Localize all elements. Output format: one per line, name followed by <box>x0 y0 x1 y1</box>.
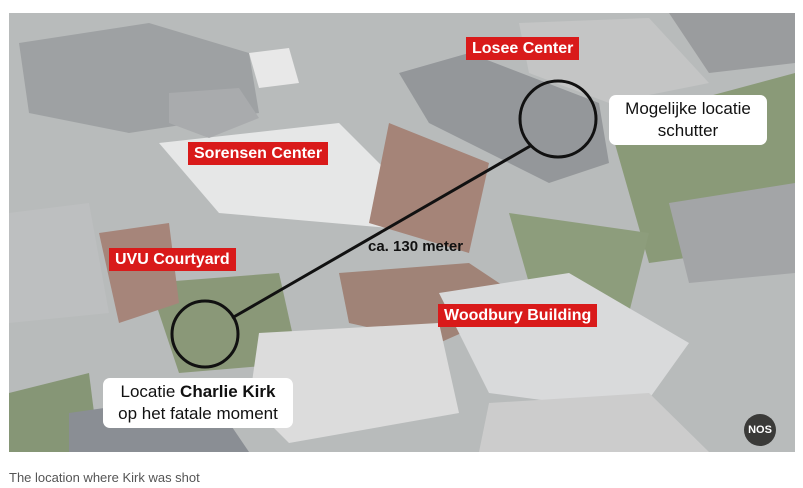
image-caption: The location where Kirk was shot <box>9 470 200 485</box>
shooter-callout-line1: Mogelijke locatie <box>625 99 751 118</box>
label-losee-center: Losee Center <box>466 37 580 60</box>
markers-overlay <box>170 79 598 369</box>
label-sorensen-center: Sorensen Center <box>188 142 329 165</box>
distance-label: ca. 130 meter <box>368 238 464 255</box>
aerial-background <box>9 13 795 452</box>
kirk-callout-prefix: Locatie <box>120 382 181 401</box>
shooter-callout-line2: schutter <box>657 121 719 140</box>
shooter-callout: Mogelijke locatie schutter <box>609 95 767 145</box>
label-woodbury-building: Woodbury Building <box>438 304 598 327</box>
nos-logo-badge: NOS <box>744 414 776 446</box>
distance-line <box>231 143 533 320</box>
kirk-callout: Locatie Charlie Kirk op het fatale momen… <box>103 378 293 428</box>
kirk-location-circle <box>170 299 240 369</box>
shooter-location-circle <box>518 79 598 159</box>
label-uvu-courtyard: UVU Courtyard <box>109 248 236 271</box>
kirk-callout-line2: op het fatale moment <box>118 404 278 423</box>
kirk-callout-name: Charlie Kirk <box>180 382 276 401</box>
aerial-photo <box>9 13 795 452</box>
